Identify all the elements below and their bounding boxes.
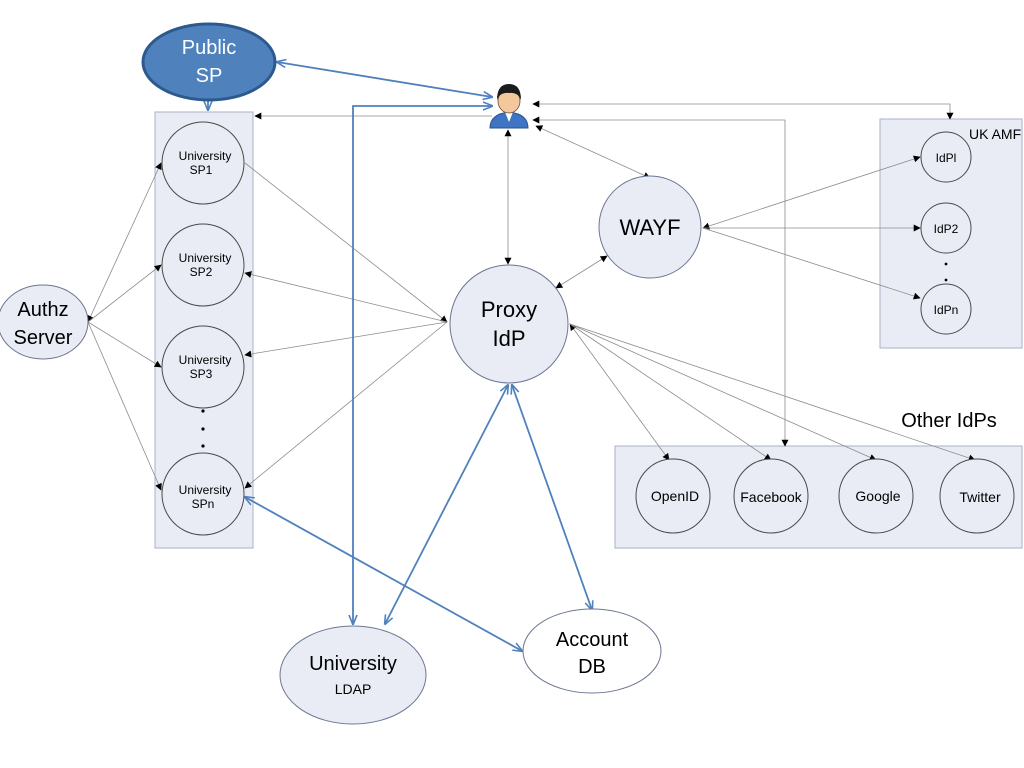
authz-server-node[interactable]: Authz Server <box>0 284 89 360</box>
university-sp3-label-line1: University <box>179 353 232 367</box>
other-idps-title: Other IdPs <box>901 410 997 432</box>
twitter-node[interactable]: Twitter <box>939 458 1015 534</box>
uk-amf-idp2-node[interactable]: IdP2 <box>920 202 972 254</box>
connector-proxy-openid <box>569 323 670 461</box>
account-db-node[interactable]: Account DB <box>522 608 662 694</box>
authz-server-label-line2: Server <box>14 327 73 349</box>
university-sp2-label-line1: University <box>179 251 232 265</box>
public-sp-label-line2: SP <box>196 65 223 87</box>
university-sp1-label-line1: University <box>179 149 232 163</box>
connector-wayf-idpn <box>702 227 921 300</box>
university-ldap-label-line2: LDAP <box>335 681 372 697</box>
facebook-label: Facebook <box>740 489 802 505</box>
user-icon[interactable] <box>489 84 529 129</box>
university-spn-label-line1: University <box>179 483 232 497</box>
connector-wayf-idp1 <box>702 155 921 230</box>
university-ldap-label-line1: University <box>309 653 397 675</box>
authz-server-label-line1: Authz <box>17 299 68 321</box>
public-sp-node[interactable]: Public SP <box>141 22 277 102</box>
university-sp2-node[interactable]: University SP2 <box>161 223 245 307</box>
university-sp1-label-line2: SP1 <box>190 163 213 177</box>
connector-proxy-spn <box>244 321 448 489</box>
university-sp-ellipsis <box>201 409 205 448</box>
university-sp1-node[interactable]: University SP1 <box>161 121 245 205</box>
connector-proxy-ldap <box>385 385 508 624</box>
uk-amf-ellipsis <box>944 262 948 282</box>
grey-connectors <box>87 100 976 491</box>
university-ldap-node[interactable]: University LDAP <box>279 625 427 725</box>
connector-wayf-proxy <box>555 255 608 289</box>
connector-authz-spn <box>87 321 162 491</box>
uk-amf-idp1-node[interactable]: IdPl <box>920 131 972 183</box>
connector-publicsp-user <box>277 62 492 97</box>
uk-amf-idp1-label: IdPl <box>936 151 957 165</box>
university-sp3-label-line2: SP3 <box>190 367 213 381</box>
uk-amf-idpn-node[interactable]: IdPn <box>920 283 972 335</box>
blue-connectors <box>208 62 592 651</box>
public-sp-label-line1: Public <box>182 37 236 59</box>
connector-user-wayf <box>535 125 651 179</box>
twitter-label: Twitter <box>959 489 1001 505</box>
wayf-label: WAYF <box>619 215 680 240</box>
connector-user-ldap <box>353 106 492 624</box>
connector-proxy-sp2 <box>244 271 448 323</box>
wayf-node[interactable]: WAYF <box>598 175 702 279</box>
uk-amf-idpn-label: IdPn <box>934 303 959 317</box>
university-sp2-label-line2: SP2 <box>190 265 213 279</box>
connector-proxy-google <box>569 323 877 461</box>
connector-authz-sp1 <box>87 162 162 323</box>
openid-node[interactable]: OpenID <box>635 458 711 534</box>
google-label: Google <box>855 488 900 504</box>
account-db-label-line2: DB <box>578 656 606 678</box>
connector-proxy-sp3 <box>244 321 448 358</box>
connector-spn-accountdb <box>245 497 522 651</box>
connector-proxy-facebook <box>569 323 772 461</box>
openid-label: OpenID <box>651 488 699 504</box>
proxy-idp-label-line2: IdP <box>492 326 525 351</box>
connector-proxy-accountdb <box>512 385 592 610</box>
google-node[interactable]: Google <box>838 458 914 534</box>
proxy-idp-label-line1: Proxy <box>481 297 537 322</box>
uk-amf-title: UK AMF <box>969 126 1021 142</box>
connector-authz-sp2 <box>87 264 162 323</box>
connector-user-ukamf <box>532 100 954 120</box>
university-spn-label-line2: SPn <box>192 497 215 511</box>
connector-user-facebook <box>532 116 789 447</box>
account-db-label-line1: Account <box>556 629 629 651</box>
facebook-node[interactable]: Facebook <box>733 458 809 534</box>
proxy-idp-node[interactable]: Proxy IdP <box>449 264 569 384</box>
connector-proxy-sp1 <box>244 162 448 323</box>
connector-authz-sp3 <box>87 321 162 368</box>
university-sp3-node[interactable]: University SP3 <box>161 325 245 409</box>
uk-amf-idp2-label: IdP2 <box>934 222 959 236</box>
university-spn-node[interactable]: University SPn <box>161 452 245 536</box>
connector-proxy-twitter <box>569 323 976 462</box>
